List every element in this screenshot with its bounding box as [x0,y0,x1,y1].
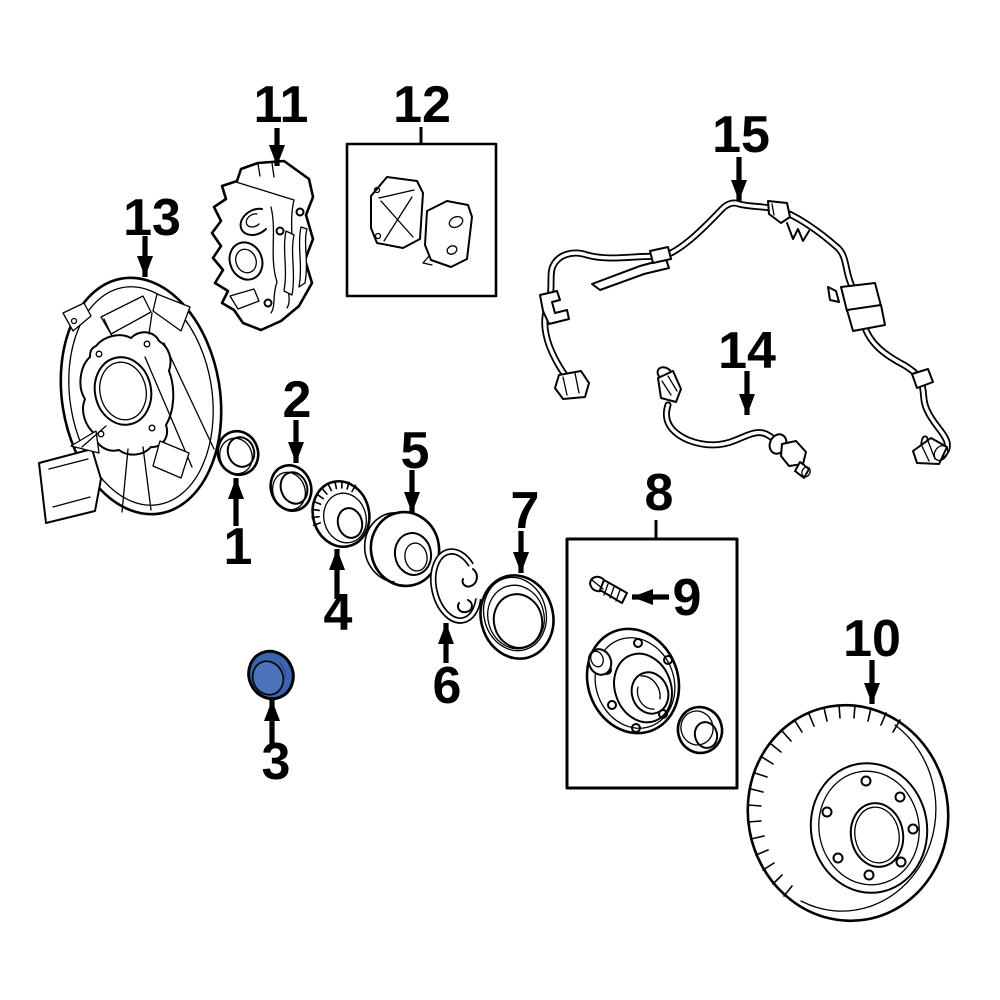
part-7-grease-cap [479,574,555,660]
part-15-abs-sensor-wire [539,199,951,465]
part-4-inner-wheel-bearing [311,480,371,548]
callout-6-label: 6 [433,657,462,715]
part-8-hub-assembly [565,537,739,790]
part-2-oil-seal [269,464,313,512]
callout-7-label: 7 [511,482,540,540]
callout-4-label: 4 [324,584,353,642]
part-12-brake-pad-set [345,142,498,298]
part-5-wheel-bearing [363,510,441,588]
callout-13-label: 13 [123,189,181,247]
part-1-oil-seal [216,429,260,477]
callout-3-label: 3 [262,733,291,791]
part-6-snap-ring [430,548,482,624]
callout-5-label: 5 [401,422,430,480]
callout-12-label: 12 [393,76,451,134]
callout-9-label: 9 [673,569,702,627]
part-11-brake-caliper [210,159,315,332]
callout-2-label: 2 [283,371,312,429]
part-14-brake-hose [656,366,811,479]
callout-labels: 1 2 3 4 5 6 7 8 9 10 11 12 13 14 15 [123,76,901,791]
callout-10-label: 10 [843,610,901,668]
part-10-brake-rotor [746,703,950,923]
callout-8-label: 8 [645,464,674,522]
callout-arrows [137,127,880,744]
part-13-splash-shield [38,276,223,524]
part-3-grease-seal-highlighted [247,649,295,701]
callout-15-label: 15 [712,106,770,164]
part-9-hub-bolt [589,575,628,604]
callout-11-label: 11 [254,76,309,134]
callout-14-label: 14 [718,322,776,380]
callout-1-label: 1 [224,518,253,576]
